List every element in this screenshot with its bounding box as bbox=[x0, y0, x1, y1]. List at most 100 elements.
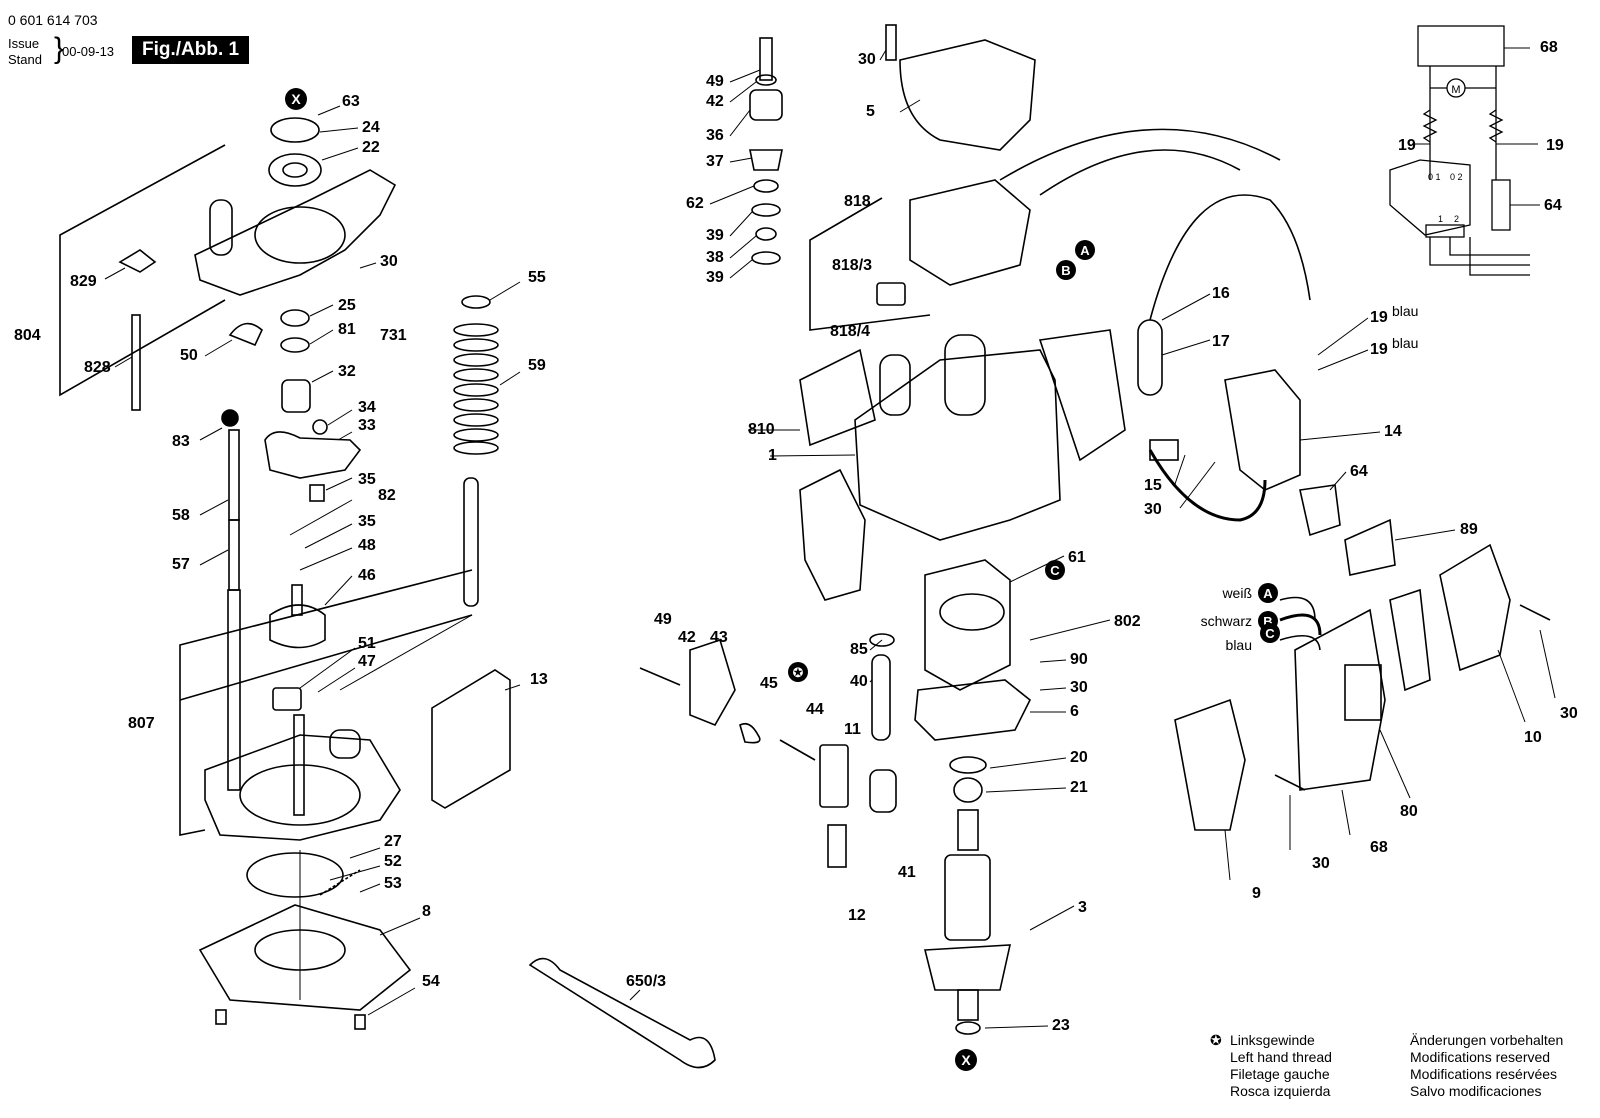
part-label-63: 63 bbox=[342, 93, 360, 110]
cover-64 bbox=[1299, 484, 1341, 537]
part-label-35b: 35 bbox=[358, 513, 376, 530]
handle-10 bbox=[1439, 543, 1511, 672]
part-label-49a: 49 bbox=[706, 73, 724, 90]
part-label-807: 807 bbox=[128, 715, 155, 732]
handle-left bbox=[799, 468, 866, 601]
part-label-85: 85 bbox=[850, 641, 868, 658]
spring-57 bbox=[228, 519, 240, 591]
ring-20 bbox=[949, 756, 987, 774]
part-label-58: 58 bbox=[172, 507, 190, 524]
star-glyph-icon: ✪ bbox=[793, 665, 804, 680]
part-label-43: 43 bbox=[710, 629, 728, 646]
legend-lht-fr: Filetage gauche bbox=[1230, 1066, 1330, 1082]
screw-54a bbox=[215, 1009, 227, 1025]
part-label-47: 47 bbox=[358, 653, 376, 670]
part-label-81: 81 bbox=[338, 321, 356, 338]
screw-30-right bbox=[1519, 604, 1551, 621]
part-label-38: 38 bbox=[706, 249, 724, 266]
housing-handle-mount bbox=[1038, 329, 1126, 462]
wire-label-black: schwarz bbox=[1201, 613, 1252, 629]
part-label-36: 36 bbox=[706, 127, 724, 144]
schematic-cap-64 bbox=[1491, 179, 1511, 231]
housing-1 bbox=[854, 349, 1061, 541]
screw-49a bbox=[759, 37, 773, 81]
depth-rod bbox=[293, 714, 305, 816]
screw-44 bbox=[779, 739, 816, 761]
marker-x-bottom: X bbox=[955, 1049, 977, 1071]
marker-b-top-label: B bbox=[1061, 263, 1070, 278]
grommet-17 bbox=[1137, 319, 1163, 396]
middle-assembly bbox=[528, 24, 1311, 1069]
brace-glyph: } bbox=[54, 32, 65, 65]
ball-83 bbox=[221, 409, 239, 427]
part-label-5: 5 bbox=[866, 103, 875, 120]
part-label-30c: 30 bbox=[1070, 679, 1088, 696]
legend-lht-en: Left hand thread bbox=[1230, 1049, 1332, 1065]
bracket-818 bbox=[809, 197, 931, 331]
part-label-40: 40 bbox=[850, 673, 868, 690]
screw-54b bbox=[354, 1014, 366, 1030]
document-number: 0 601 614 703 bbox=[8, 12, 98, 28]
part-label-90: 90 bbox=[1070, 651, 1088, 668]
knob-50 bbox=[228, 322, 263, 347]
spring-45 bbox=[739, 722, 761, 744]
part-label-34: 34 bbox=[358, 399, 376, 416]
marker-c-top: C bbox=[1045, 560, 1065, 580]
part-label-33: 33 bbox=[358, 417, 376, 434]
cord-16 bbox=[1149, 194, 1311, 321]
figure-label: Fig./Abb. 1 bbox=[132, 36, 250, 64]
part-label-802: 802 bbox=[1114, 613, 1141, 630]
spring-38 bbox=[755, 227, 777, 241]
issue-date: 00-09-13 bbox=[62, 44, 115, 59]
wire-c bbox=[1279, 634, 1321, 651]
left-hand-thread-star-icon bbox=[788, 662, 808, 682]
part-label-13: 13 bbox=[530, 671, 548, 688]
screw-35a bbox=[309, 484, 325, 502]
terminal-15 bbox=[1149, 439, 1179, 461]
wire-label-19a-blue: blau bbox=[1392, 303, 1418, 319]
part-label-11: 11 bbox=[844, 721, 861, 738]
armature-3 bbox=[944, 854, 991, 941]
part-label-82: 82 bbox=[378, 487, 396, 504]
schematic-pin-bottom-2: 2 bbox=[1454, 214, 1459, 224]
marker-a-top: A bbox=[1075, 240, 1095, 260]
part-label-9: 9 bbox=[1252, 885, 1261, 902]
fan bbox=[923, 944, 1012, 991]
sleeve-32 bbox=[281, 379, 311, 413]
part-label-39a: 39 bbox=[706, 227, 724, 244]
lever-33 bbox=[264, 431, 362, 479]
wiring-schematic bbox=[1389, 25, 1530, 276]
wire-label-white: weiß bbox=[1221, 585, 1252, 601]
schematic-resistor-left bbox=[1422, 109, 1438, 143]
part-label-27: 27 bbox=[384, 833, 402, 850]
legend-lht-es: Rosca izquierda bbox=[1230, 1083, 1331, 1099]
switch-14 bbox=[1224, 369, 1301, 491]
base-plate bbox=[204, 734, 401, 841]
rod-828 bbox=[131, 314, 141, 411]
washer-62 bbox=[753, 179, 779, 193]
label-810 bbox=[799, 348, 876, 447]
marker-x-top: X bbox=[285, 88, 307, 110]
flange-24 bbox=[270, 117, 320, 143]
part-label-41: 41 bbox=[898, 864, 916, 881]
part-label-20: 20 bbox=[1070, 749, 1088, 766]
part-label-42b: 42 bbox=[678, 629, 696, 646]
right-assembly bbox=[1148, 369, 1551, 831]
part-label-6: 6 bbox=[1070, 703, 1079, 720]
part-label-89: 89 bbox=[1460, 521, 1478, 538]
legend-modifications: Änderungen vorbehalten Modifications res… bbox=[1410, 1032, 1563, 1100]
part-label-30f: 30 bbox=[1312, 855, 1330, 872]
part-label-42a: 42 bbox=[706, 93, 724, 110]
part-label-64a: 64 bbox=[1350, 463, 1368, 480]
clip-12 bbox=[827, 824, 847, 868]
column-57 bbox=[227, 589, 241, 791]
schematic-switch bbox=[1389, 159, 1471, 236]
part-label-22: 22 bbox=[362, 139, 380, 156]
spring-53 bbox=[319, 869, 361, 896]
legend-star-icon: ✪ bbox=[1210, 1032, 1222, 1048]
part-label-828: 828 bbox=[84, 359, 111, 376]
upper-plate bbox=[194, 169, 397, 296]
part-label-49b: 49 bbox=[654, 611, 672, 628]
cord-upper-2 bbox=[999, 128, 1281, 181]
